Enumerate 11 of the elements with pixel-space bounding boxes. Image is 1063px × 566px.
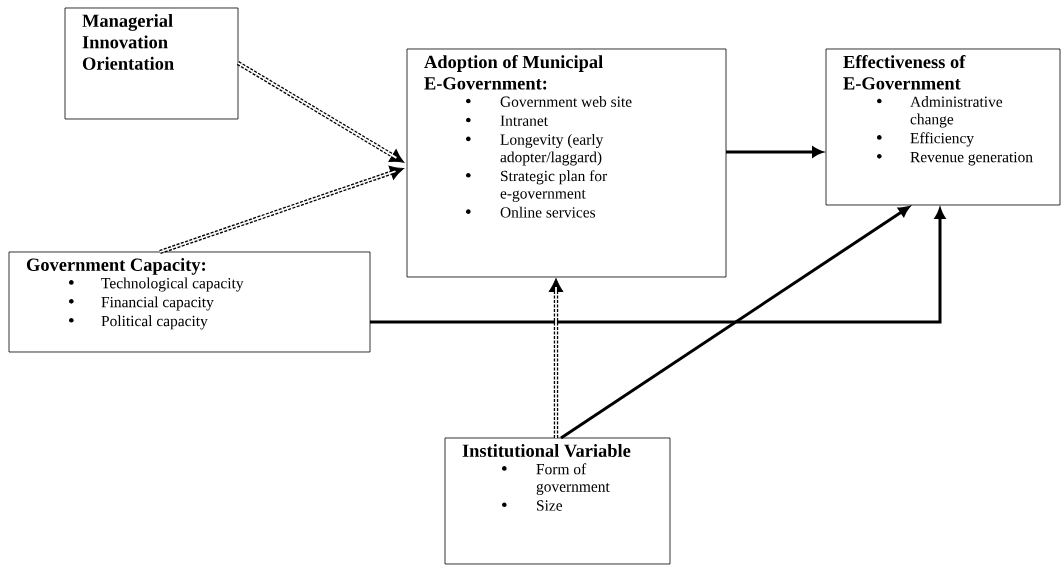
concept-box: Managerial Innovation Orientation	[64, 7, 239, 120]
arrow	[236, 61, 405, 163]
concept-box: Government Capacity: Technological capacity Financial capacity Political capacity	[8, 251, 371, 353]
arrow	[370, 208, 946, 324]
arrow	[726, 146, 823, 158]
arrow	[560, 206, 910, 440]
arrow	[159, 165, 405, 255]
concept-box: Effectiveness of E-Government Administrative change Efficiency Revenue generation	[825, 48, 1061, 206]
concept-box: Institutional Variable Form of government Size	[444, 437, 671, 565]
concept-box: Adoption of Municipal E-Government: Government web site Intranet Longevity (early adopter/laggard) Strategic plan for e-government Online services	[406, 48, 727, 278]
arrow	[548, 278, 564, 439]
